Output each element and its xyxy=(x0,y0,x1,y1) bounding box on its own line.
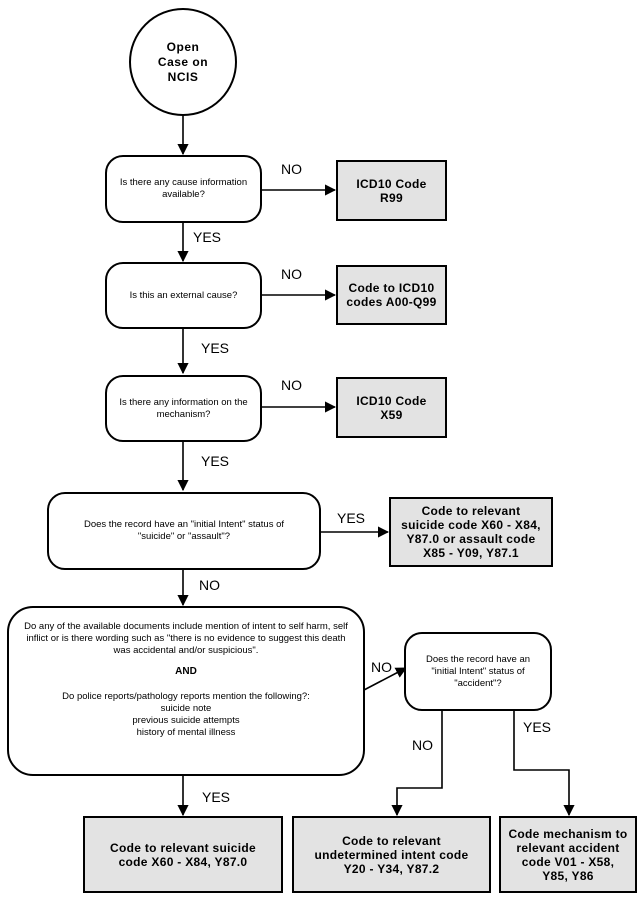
label-q4-yes: YES xyxy=(337,510,366,526)
label-q5-yes: YES xyxy=(202,789,231,805)
outcome-r99: ICD10 Code R99 xyxy=(336,160,447,221)
label-q2-no: NO xyxy=(281,266,302,282)
outcome-undetermined-intent: Code to relevant undetermined intent cod… xyxy=(292,816,491,893)
decision-mechanism: Is there any information on the mechanis… xyxy=(105,375,262,442)
outcome-x59-text: ICD10 Code X59 xyxy=(356,393,427,422)
decision-intent-suicide-assault-text: Does the record have an "initial Intent"… xyxy=(83,519,285,542)
outcome-x59: ICD10 Code X59 xyxy=(336,377,447,438)
decision-item-previous-attempts: previous suicide attempts xyxy=(132,715,240,726)
label-q4-no: NO xyxy=(199,577,220,593)
label-q1-no: NO xyxy=(281,161,302,177)
label-q3-yes: YES xyxy=(201,453,230,469)
edge-q6-o6 xyxy=(391,710,443,817)
decision-external-cause-text: Is this an external cause? xyxy=(129,289,238,301)
decision-external-cause: Is this an external cause? xyxy=(105,262,262,329)
label-q6-yes: YES xyxy=(523,719,552,735)
outcome-accident-mechanism: Code mechanism to relevant accident code… xyxy=(499,816,637,893)
label-q6-no: NO xyxy=(412,737,433,753)
edge-q6-o7 xyxy=(513,710,575,817)
decision-self-harm-text: Do any of the available documents includ… xyxy=(24,621,348,656)
outcome-a00-q99-text: Code to ICD10 codes A00-Q99 xyxy=(346,281,437,309)
outcome-accident-mechanism-text: Code mechanism to relevant accident code… xyxy=(508,826,628,883)
decision-mechanism-text: Is there any information on the mechanis… xyxy=(119,396,248,420)
outcome-undetermined-intent-text: Code to relevant undetermined intent cod… xyxy=(314,833,469,876)
label-q3-no: NO xyxy=(281,377,302,393)
decision-police-reports-text: Do police reports/pathology reports ment… xyxy=(62,691,310,702)
outcome-suicide-code-text: Code to relevant suicide code X60 - X84,… xyxy=(110,840,256,869)
label-q5-no: NO xyxy=(371,659,392,675)
start-label: Open Case on NCIS xyxy=(157,39,209,84)
outcome-a00-q99: Code to ICD10 codes A00-Q99 xyxy=(336,265,447,325)
decision-cause-info: Is there any cause information available… xyxy=(105,155,262,223)
decision-self-harm-evidence: Do any of the available documents includ… xyxy=(7,606,365,776)
decision-intent-accident-text: Does the record have an "initial Intent"… xyxy=(425,653,531,689)
decision-and-label: AND xyxy=(175,666,197,677)
outcome-suicide-assault-code: Code to relevant suicide code X60 - X84,… xyxy=(389,497,553,567)
outcome-suicide-code: Code to relevant suicide code X60 - X84,… xyxy=(83,816,283,893)
decision-item-suicide-note: suicide note xyxy=(160,703,212,714)
decision-item-mental-illness: history of mental illness xyxy=(136,727,236,738)
label-q2-yes: YES xyxy=(201,340,230,356)
label-q1-yes: YES xyxy=(193,229,222,245)
decision-cause-info-text: Is there any cause information available… xyxy=(119,177,248,200)
outcome-suicide-assault-code-text: Code to relevant suicide code X60 - X84,… xyxy=(401,504,541,560)
decision-intent-accident: Does the record have an "initial Intent"… xyxy=(404,632,552,711)
decision-intent-suicide-assault: Does the record have an "initial Intent"… xyxy=(47,492,321,570)
outcome-r99-text: ICD10 Code R99 xyxy=(356,176,427,205)
edge-q5-q6 xyxy=(363,667,407,691)
start-node: Open Case on NCIS xyxy=(129,8,237,116)
